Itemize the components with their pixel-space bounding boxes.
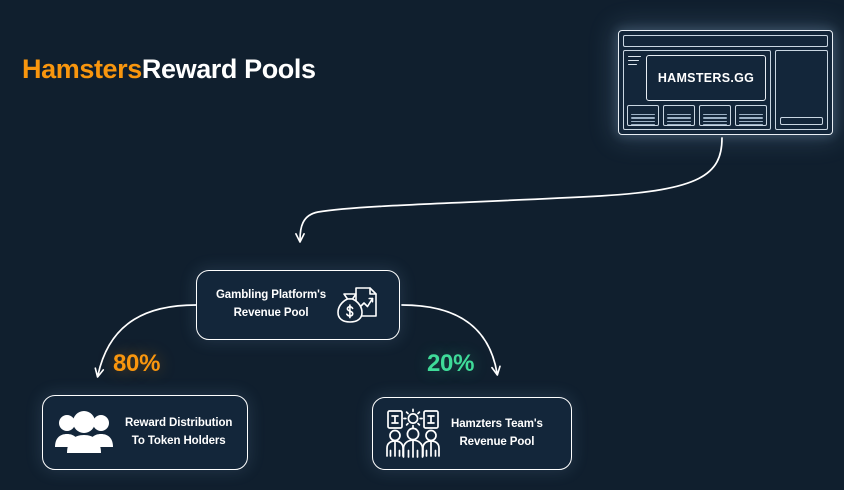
browser-card-lines	[739, 114, 763, 127]
node-team-revenue-pool[interactable]: Hamzters Team's Revenue Pool	[372, 397, 572, 470]
page-title-rest: Reward Pools	[141, 54, 316, 84]
left-percent-label: 80%	[113, 350, 161, 377]
browser-card[interactable]	[699, 105, 731, 126]
team-management-icon	[386, 408, 440, 458]
node-label: Reward Distribution To Token Holders	[125, 416, 233, 447]
node-label: Hamzters Team's Revenue Pool	[451, 417, 543, 448]
page-title: HamstersReward Pools	[22, 54, 316, 85]
browser-card-row	[627, 105, 767, 126]
browser-card[interactable]	[627, 105, 659, 126]
browser-sidebar-bar	[780, 117, 823, 125]
site-name-label: HAMSTERS.GG	[657, 71, 755, 85]
browser-card-lines	[631, 114, 655, 127]
browser-viewport: HAMSTERS.GG	[623, 50, 828, 130]
browser-mockup: HAMSTERS.GG	[618, 30, 833, 135]
node-label: Gambling Platform's Revenue Pool	[215, 289, 327, 319]
browser-card[interactable]	[735, 105, 767, 126]
node-reward-distribution[interactable]: Reward Distribution To Token Holders	[42, 395, 248, 470]
browser-card-lines	[703, 114, 727, 127]
browser-card[interactable]	[663, 105, 695, 126]
browser-sidebar	[775, 50, 828, 130]
hamburger-menu-icon[interactable]	[628, 56, 641, 67]
node-gambling-revenue-pool[interactable]: Gambling Platform's Revenue Pool	[196, 270, 400, 340]
browser-top-bar	[623, 35, 828, 47]
browser-card-lines	[667, 114, 691, 127]
money-bag-document-icon	[337, 287, 377, 323]
browser-hero-banner: HAMSTERS.GG	[646, 55, 766, 101]
right-percent-label: 20%	[427, 350, 475, 377]
page-title-brand: Hamsters	[22, 54, 142, 84]
arrow-browser-to-center	[295, 137, 723, 243]
group-of-people-icon	[55, 410, 113, 453]
browser-main-column: HAMSTERS.GG	[623, 50, 771, 130]
